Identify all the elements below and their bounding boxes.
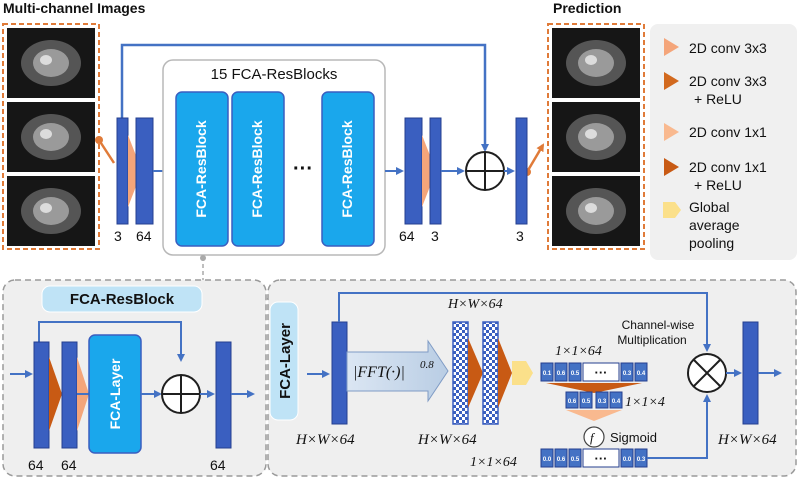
ellipsis: ···	[293, 158, 313, 180]
fca-layer-panel: FCA-Layer H×W×64 |FFT(·)| 0.8 H×W×64 H×W…	[267, 279, 797, 477]
legend-label-2: 2D conv 3x3+ ReLU	[689, 73, 767, 107]
conv-relu-1x1-b	[498, 338, 512, 408]
conv-up	[566, 410, 622, 421]
input-connector	[95, 136, 116, 164]
rb-ch-2: 64	[61, 457, 77, 473]
global-skip-connection	[120, 43, 489, 152]
vec-bot: 0.0 0.6 0.5 ··· 0.0 0.3	[540, 448, 648, 468]
vec-mid-dim: 1×1×4	[625, 395, 665, 410]
fca-layer-title: FCA-Layer	[277, 323, 294, 399]
rb-bar-1	[33, 341, 50, 449]
fft-map-1	[452, 321, 469, 425]
rb-residual-add	[161, 374, 201, 414]
resblock-2-label: FCA-ResBlock	[249, 120, 265, 217]
fft-label: |FFT(·)|	[353, 364, 405, 381]
resblock-15-label: FCA-ResBlock	[339, 120, 355, 217]
sigmoid-icon	[583, 426, 605, 448]
conv3x3-head	[128, 135, 142, 207]
tail-3-bar	[429, 117, 442, 225]
vec-mid-cell-3: 0.3	[598, 399, 607, 405]
legend: 2D conv 3x3 2D conv 3x3+ ReLU 2D conv 1x…	[650, 24, 797, 260]
input-feature-bar	[116, 117, 129, 225]
legend-swatch-2	[664, 72, 679, 90]
legend-swatch-4	[664, 158, 679, 176]
input-images	[2, 23, 100, 250]
fca-dim-out: H×W×64	[717, 432, 777, 448]
vec-bot-cell-5: 0.0	[623, 457, 632, 463]
vec-top-cell-3: 0.5	[571, 371, 580, 377]
vec-top-cell-1: 0.1	[543, 371, 552, 377]
fca-output-bar	[742, 321, 759, 425]
fca-dim-in: H×W×64	[295, 432, 355, 448]
fca-input-bar	[331, 321, 348, 425]
sigmoid-symbol: f	[590, 430, 596, 445]
fft-map-2	[482, 321, 499, 425]
conv-relu-1x1-a	[468, 338, 483, 408]
channel-multiply	[687, 353, 727, 393]
resblock-1-label: FCA-ResBlock	[193, 120, 209, 217]
vec-bot-cell-4: ···	[595, 451, 608, 466]
fca-dim-mid: H×W×64	[417, 432, 477, 448]
fca-dim-top: H×W×64	[447, 297, 503, 312]
legend-swatch-3	[664, 123, 679, 141]
conv3x3-tail	[422, 135, 436, 207]
legend-label-1: 2D conv 3x3	[689, 40, 767, 56]
ch-label-3b: 3	[431, 228, 439, 244]
inputs-title: Multi-channel Images	[3, 0, 146, 16]
conv-relu-down	[546, 383, 642, 393]
vec-bot-cell-2: 0.6	[557, 457, 566, 463]
ch-label-3out: 3	[516, 228, 524, 244]
fft-arrow	[346, 339, 449, 403]
vec-mid-cell-1: 0.6	[568, 399, 577, 405]
sigmoid-label: Sigmoid	[610, 430, 657, 445]
residual-add-top	[465, 151, 505, 191]
ch-label-64: 64	[136, 228, 152, 244]
legend-label-4: 2D conv 1x1+ ReLU	[689, 159, 767, 193]
vec-top-cell-5: 0.3	[623, 371, 632, 377]
rb-bar-out	[215, 341, 232, 449]
vec-top-cell-4: ···	[595, 365, 608, 380]
fft-exponent: 0.8	[420, 359, 434, 371]
vec-bot-cell-3: 0.5	[571, 457, 580, 463]
prediction-images	[547, 23, 645, 250]
vec-top: 0.1 0.6 0.5 ··· 0.3 0.4	[540, 362, 648, 382]
vec-top-dim: 1×1×64	[555, 344, 602, 359]
vec-bot-cell-6: 0.3	[637, 457, 646, 463]
resblocks-title: 15 FCA-ResBlocks	[211, 66, 338, 83]
rb-ch-3: 64	[210, 457, 226, 473]
vec-mid-cell-2: 0.5	[582, 399, 591, 405]
legend-swatch-1	[664, 38, 679, 56]
output-3-bar	[515, 117, 528, 225]
ch-label-64b: 64	[399, 228, 415, 244]
resblock-2	[231, 91, 285, 247]
rb-fca-layer-label: FCA-Layer	[107, 358, 123, 429]
resblock-15	[321, 91, 375, 247]
head-64-bar	[135, 117, 154, 225]
legend-swatch-5	[663, 202, 681, 218]
prediction-title: Prediction	[553, 0, 621, 16]
rb-ch-1: 64	[28, 457, 44, 473]
gap-block	[512, 361, 533, 385]
vec-bot-cell-1: 0.0	[543, 457, 552, 463]
vec-top-cell-2: 0.6	[557, 371, 566, 377]
rb-conv-relu	[49, 357, 62, 431]
legend-label-3: 2D conv 1x1	[689, 124, 767, 140]
vec-top-cell-6: 0.4	[637, 371, 646, 377]
resblocks-group: 15 FCA-ResBlocks FCA-ResBlock FCA-ResBlo…	[162, 59, 386, 256]
fca-resblock-title: FCA-ResBlock	[70, 291, 175, 308]
fca-resblock-panel: FCA-ResBlock FCA-Layer 64 64 64	[2, 279, 267, 477]
vec-bot-dim: 1×1×64	[470, 455, 517, 470]
rb-bar-2	[61, 341, 78, 449]
vec-mid: 0.6 0.5 0.3 0.4	[565, 391, 623, 409]
tail-64-bar	[404, 117, 423, 225]
resblock-1	[175, 91, 229, 247]
vec-mid-cell-4: 0.4	[612, 399, 621, 405]
ch-label-3: 3	[114, 228, 122, 244]
